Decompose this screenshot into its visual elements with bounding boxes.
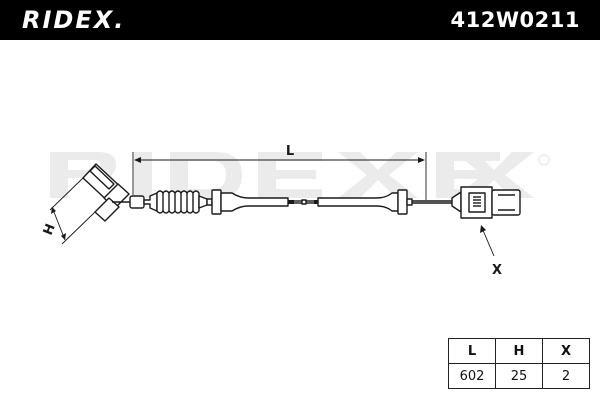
brand-logo: RIDEX.	[22, 6, 126, 34]
spec-value-l: 602	[448, 363, 496, 389]
cable-harness	[206, 189, 452, 215]
header-bar: RIDEX. 412W0211	[0, 0, 600, 40]
spec-table-value-row: 602 25 2	[448, 363, 590, 389]
part-number: 412W0211	[450, 8, 580, 32]
spec-value-x: 2	[542, 363, 590, 389]
dimension-h-label: H	[41, 222, 59, 238]
spec-header-l: L	[448, 338, 496, 364]
spec-header-x: X	[542, 338, 590, 364]
spec-header-h: H	[495, 338, 543, 364]
electrical-connector	[451, 186, 521, 219]
dimension-l	[132, 152, 427, 200]
connector-leader	[480, 225, 495, 257]
dimension-h	[49, 177, 96, 245]
spec-table-header-row: L H X	[448, 338, 590, 364]
dimension-l-label: L	[286, 144, 294, 159]
spec-value-h: 25	[495, 363, 543, 389]
spec-table: L H X 602 25 2	[448, 338, 590, 389]
sensor-cable-assembly: H	[41, 152, 521, 257]
cable-grommet	[129, 190, 208, 214]
technical-drawing: H	[41, 144, 550, 278]
connector-x-label: X	[492, 263, 502, 278]
sensor-head	[82, 163, 134, 222]
